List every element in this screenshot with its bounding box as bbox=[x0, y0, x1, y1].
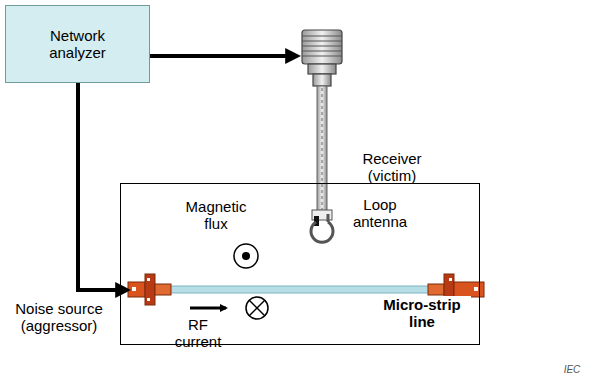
strip-trace bbox=[150, 286, 448, 293]
sma-connector-left bbox=[128, 274, 171, 305]
current-into-symbol bbox=[246, 297, 268, 319]
loop-antenna bbox=[311, 210, 333, 242]
flux-out-symbol bbox=[234, 244, 258, 268]
board-title: Micro-strip line bbox=[373, 296, 471, 330]
box-title: Network analyzer bbox=[32, 27, 124, 61]
receiver-label: Receiver (victim) bbox=[352, 150, 432, 184]
source-label: Noise source (aggressor) bbox=[3, 300, 115, 334]
receiver-cable bbox=[134, 56, 294, 83]
flux-label: Magnetic flux bbox=[178, 198, 254, 232]
source-cable bbox=[78, 83, 124, 290]
watermark: IEC bbox=[556, 364, 588, 376]
current-label: RF current bbox=[166, 316, 230, 350]
receiver-connector bbox=[302, 30, 342, 212]
current-arrow bbox=[190, 307, 226, 310]
circuit-board: Micro-strip line bbox=[120, 183, 480, 345]
instrument-box: Network analyzer bbox=[5, 5, 150, 83]
antenna-label: Loop antenna bbox=[345, 196, 415, 230]
